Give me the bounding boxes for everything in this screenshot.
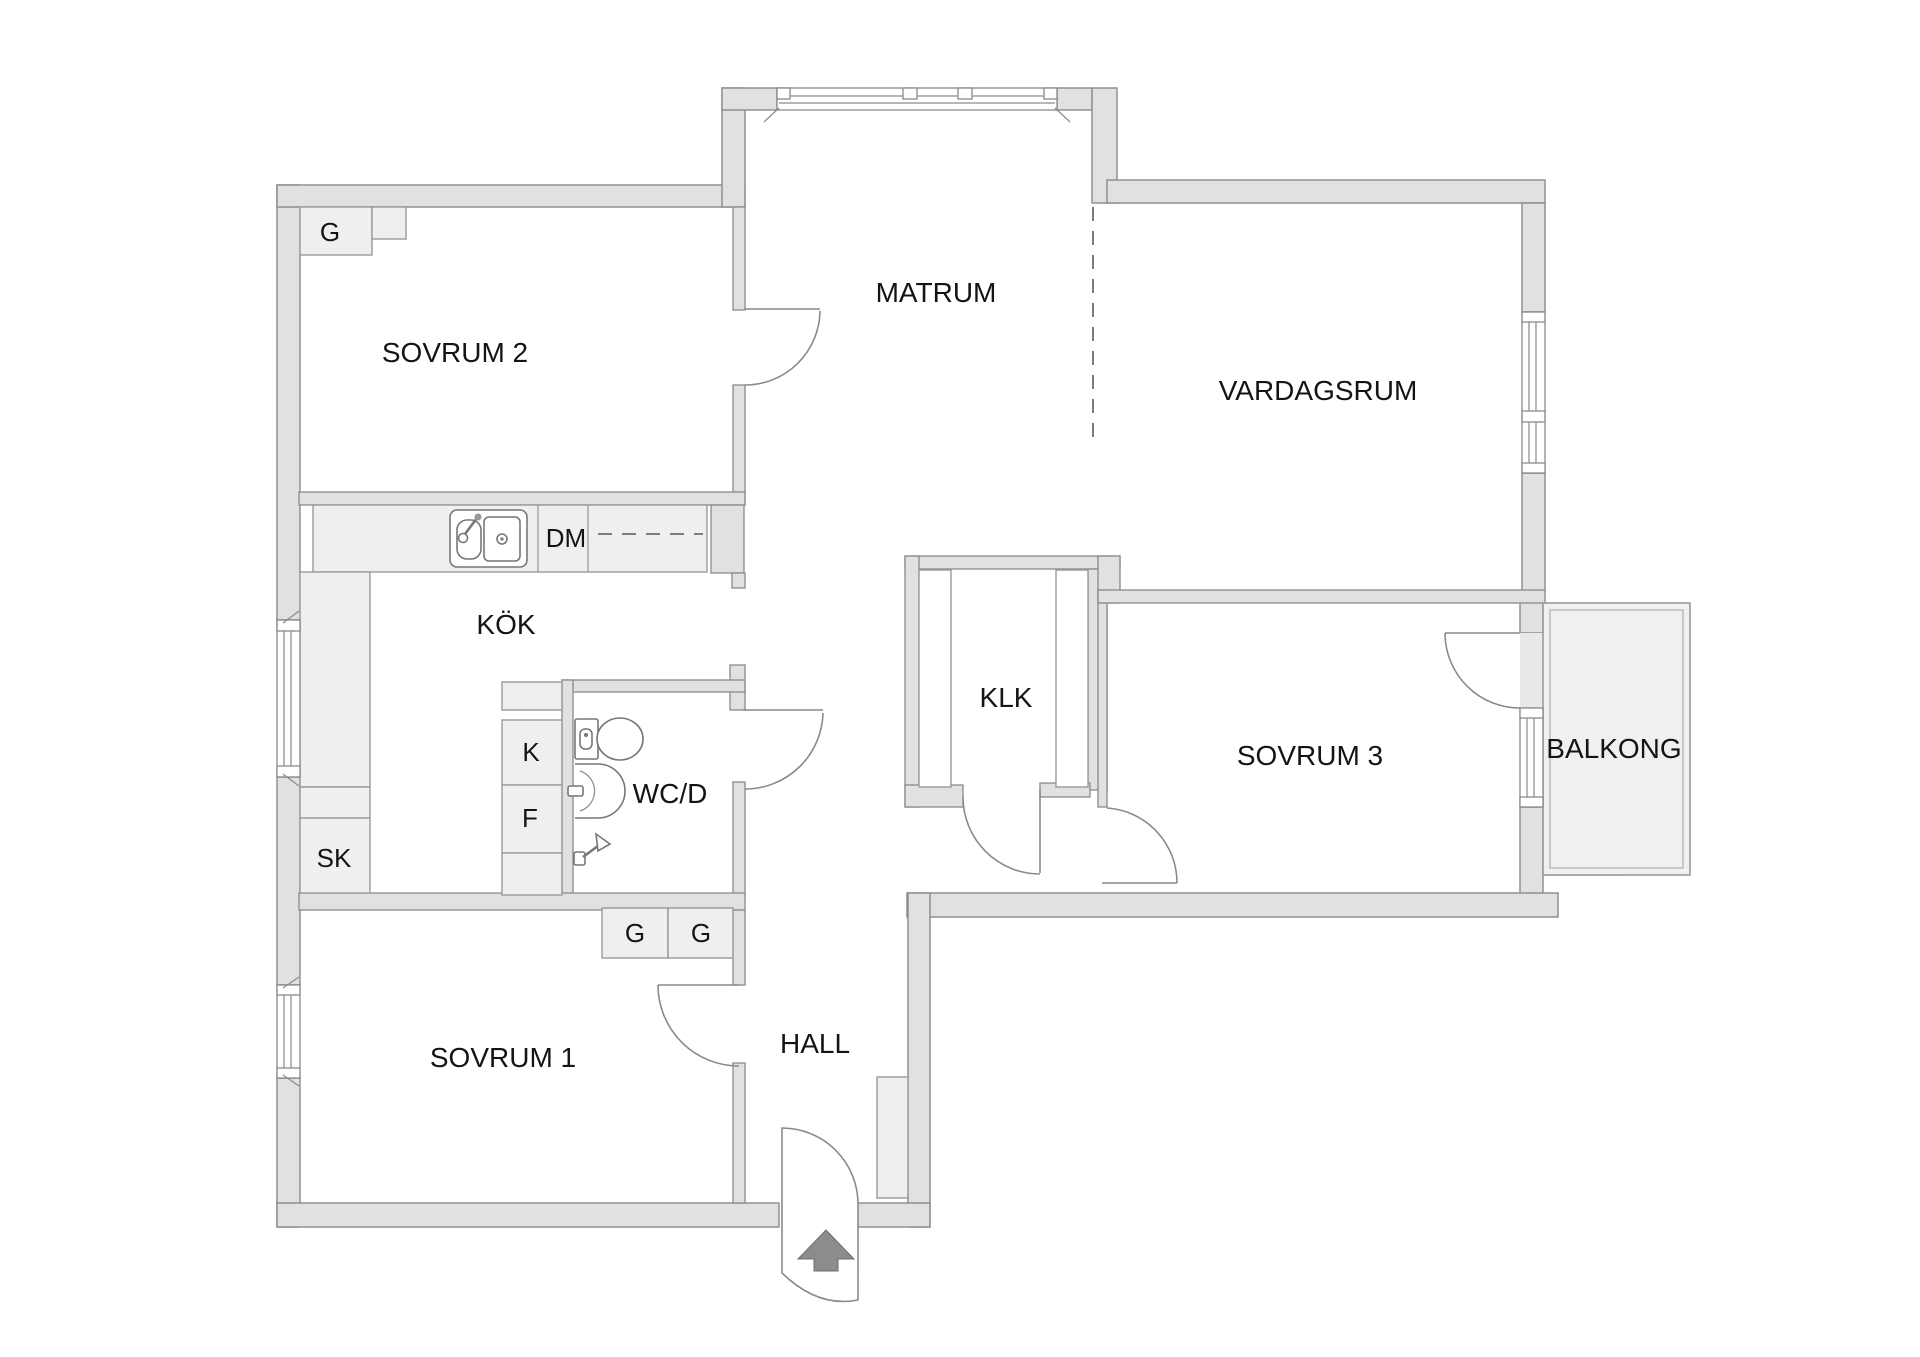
shower-mixer-icon: [573, 832, 612, 866]
wall-segment: [732, 206, 746, 311]
window-kok: [276, 610, 301, 787]
cabinet-box: [299, 786, 371, 819]
room-label-kok: KÖK: [476, 609, 535, 640]
drain: [500, 537, 504, 541]
wall-segment: [1519, 806, 1544, 899]
entrance-arrow-icon: [796, 1229, 856, 1272]
label-freezer: F: [522, 803, 538, 833]
wardrobe-box: [667, 907, 734, 959]
wardrobe-box: [299, 206, 373, 256]
wall-segment: [1097, 589, 1546, 604]
faucet: [463, 517, 479, 535]
wall-segment: [906, 892, 1559, 918]
balcony: [1542, 602, 1691, 876]
wall-segment: [732, 1062, 746, 1204]
balcony-floor: [1542, 602, 1691, 876]
wall-segment: [276, 184, 301, 621]
room-label-wcd: WC/D: [633, 778, 708, 809]
room-label-vardagsrum: VARDAGSRUM: [1219, 375, 1418, 406]
door-sovrum3: [1102, 807, 1178, 884]
inner-walls: [298, 206, 1621, 1204]
room-label-hall: HALL: [780, 1028, 850, 1059]
wall-segment: [856, 1202, 931, 1228]
wall-segment: [732, 781, 746, 899]
wall-segment: [907, 892, 931, 1228]
cabinet-box: [501, 852, 563, 896]
washbasin-icon: [567, 763, 626, 819]
wall-segment: [276, 776, 301, 986]
door-wcd: [743, 709, 824, 790]
door-entrance: [781, 1127, 859, 1303]
windows: [276, 87, 1546, 1087]
wall-segment: [276, 184, 746, 208]
wall-segment: [904, 555, 1121, 570]
balcony-railing: [1549, 609, 1684, 869]
room-label-klk: KLK: [980, 682, 1033, 713]
doors: [657, 308, 1521, 1303]
wall-segment: [721, 87, 778, 111]
bathroom-fixtures: [567, 717, 644, 866]
label-fridge: K: [522, 737, 540, 767]
wardrobe-box: [601, 907, 669, 959]
door-klk: [962, 790, 1041, 875]
balcony-door-threshold: [1520, 633, 1543, 710]
wall-segment: [732, 384, 746, 506]
wall-segment: [731, 572, 746, 589]
wall-segment: [904, 555, 920, 808]
faucet-knob: [474, 513, 482, 521]
room-label-balkong: BALKONG: [1546, 733, 1681, 764]
toilet-icon: [574, 717, 644, 761]
hall-cabinet: [876, 1076, 909, 1199]
wall-segment: [732, 909, 746, 986]
window-sovrum3: [1519, 707, 1544, 808]
label-cleaning-closet: SK: [317, 843, 352, 873]
outer-walls: [276, 87, 1559, 1228]
wall-segment: [1056, 87, 1093, 111]
door-balcony: [1444, 632, 1521, 709]
wall-segment: [1521, 202, 1546, 313]
cleaning-closet-box: [299, 817, 371, 894]
room-label-sovrum1: SOVRUM 1: [430, 1042, 576, 1073]
door-sovrum1: [657, 984, 740, 1067]
label-wardrobe-sovrum2: G: [320, 217, 340, 247]
door-sovrum2: [744, 308, 821, 386]
wall-segment: [1106, 179, 1546, 204]
room-label-matrum: MATRUM: [876, 277, 997, 308]
fixtures: [299, 206, 1089, 1199]
label-wardrobe-hall-1: G: [625, 918, 645, 948]
label-wardrobe-hall-2: G: [691, 918, 711, 948]
wall-segment: [561, 679, 746, 693]
room-label-sovrum2: SOVRUM 2: [382, 337, 528, 368]
wardrobe-box: [371, 206, 407, 240]
window-sovrum1: [276, 976, 301, 1087]
fridge-box: [501, 719, 563, 786]
cabinet-box: [501, 681, 563, 711]
wall-segment: [1097, 589, 1108, 808]
cabinet-strip: [299, 571, 371, 788]
window-matrum: [763, 87, 1071, 123]
closet-shelf: [1055, 569, 1089, 788]
label-dishwasher: DM: [546, 523, 586, 553]
wall-segment: [298, 491, 746, 506]
kitchen-sink-icon: [449, 509, 528, 568]
wall-segment: [904, 784, 964, 808]
wall-segment: [276, 1202, 780, 1228]
room-label-sovrum3: SOVRUM 3: [1237, 740, 1383, 771]
labels: SOVRUM 2 MATRUM VARDAGSRUM KÖK WC/D KLK …: [317, 217, 1682, 1073]
wall-segment: [710, 504, 745, 574]
closet-shelf: [918, 569, 952, 788]
wall-segment: [1521, 472, 1546, 594]
window-vardagsrum: [1521, 311, 1546, 474]
